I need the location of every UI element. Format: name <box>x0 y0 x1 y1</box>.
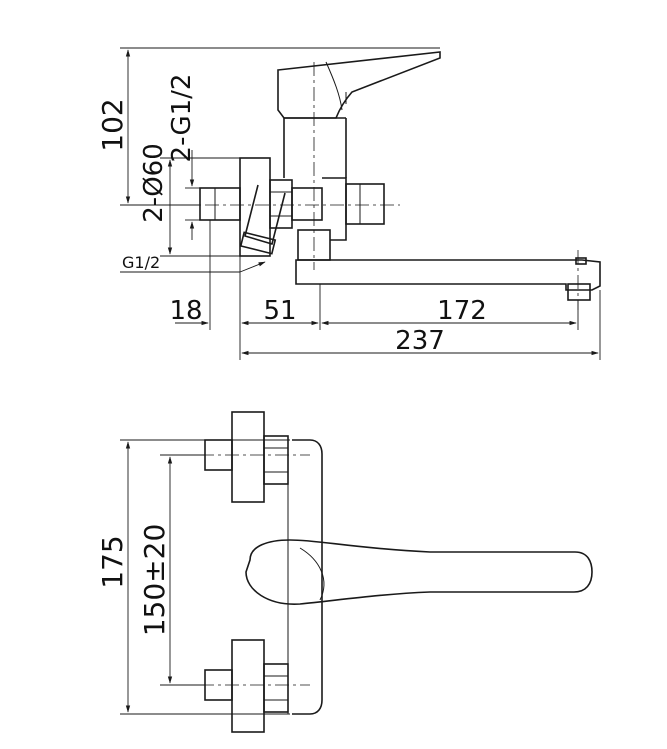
top-nut <box>263 435 289 485</box>
dim-237-label: 237 <box>395 326 445 356</box>
lever-handle <box>277 51 441 119</box>
dim-g12-spout-label: G1/2 <box>122 253 160 272</box>
right-outlet <box>345 183 385 225</box>
dim-175-label: 175 <box>96 535 129 588</box>
dim-51-label: 51 <box>263 296 296 326</box>
aerator <box>567 283 591 301</box>
dim-102-label: 102 <box>96 98 129 151</box>
union-nut <box>269 179 293 229</box>
dim-150-label: 150±20 <box>138 524 171 637</box>
bottom-wall-flange <box>231 639 265 733</box>
diverter-stem <box>244 184 286 246</box>
front-view: 175 150±20 <box>96 411 593 733</box>
mixer-body <box>292 439 323 715</box>
eccentric-connector <box>199 187 241 221</box>
dim-2-d60-label: 2-Ø60 <box>139 143 169 222</box>
spout <box>295 259 601 291</box>
dim-172-label: 172 <box>437 296 487 326</box>
bottom-nut <box>263 663 289 713</box>
side-view: 102 2-G1/2 2-Ø60 G1/2 18 51 172 237 <box>96 47 601 360</box>
front-lever-handle <box>245 539 593 605</box>
dim-2-g12-label: 2-G1/2 <box>167 74 197 163</box>
top-wall-flange <box>231 411 265 503</box>
dim-18-label: 18 <box>169 296 202 326</box>
